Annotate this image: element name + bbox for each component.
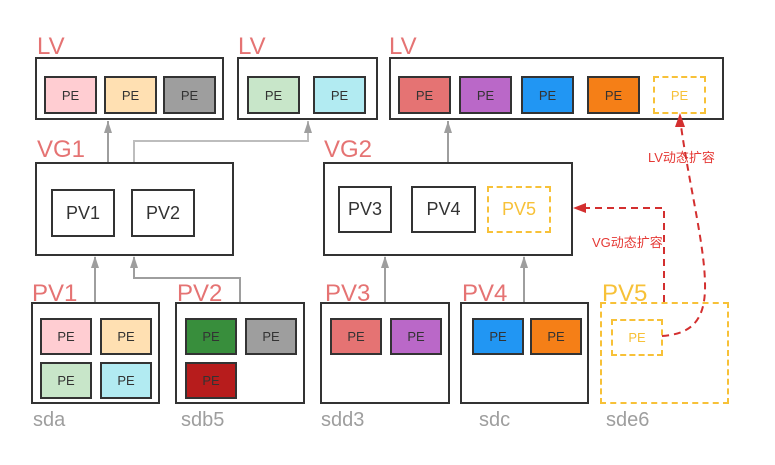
device-sdd3: sdd3 <box>321 409 365 431</box>
vg2-pv3: PV3 <box>338 186 392 233</box>
lv2-pe-2: PE <box>313 76 366 114</box>
sdb5-pe-2: PE <box>245 318 297 355</box>
lv2-pe-1: PE <box>247 76 300 114</box>
lv3-box: PE PE PE PE PE <box>389 57 724 120</box>
sdb5-pe-1: PE <box>185 318 237 355</box>
vg1-pv2: PV2 <box>131 189 195 237</box>
lv3-pe-3: PE <box>521 76 574 114</box>
pv4-title: PV4 <box>462 280 508 307</box>
pv2-sdb5-box: PE PE PE <box>175 302 305 404</box>
pv5-sde6-box-dynamic: PE <box>600 302 729 404</box>
lv2-box: PE PE <box>237 57 378 120</box>
sdd3-pe-1: PE <box>330 318 382 355</box>
lv-dynamic-expand-label: LV动态扩容 <box>648 150 715 165</box>
device-sdb5: sdb5 <box>181 409 225 431</box>
vg2-title: VG2 <box>324 136 373 163</box>
lv1-title: LV <box>37 33 65 60</box>
sdb5-pe-3: PE <box>185 362 237 399</box>
lv1-pe-3: PE <box>163 76 216 114</box>
device-sdc: sdc <box>479 409 511 431</box>
arrowhead-sdd3-vg2 <box>381 256 389 268</box>
vg1-box: PV1 PV2 <box>35 162 234 256</box>
sdd3-pe-2: PE <box>390 318 442 355</box>
vg-dynamic-expand-label: VG动态扩容 <box>592 235 663 250</box>
lv1-pe-2: PE <box>104 76 157 114</box>
pv3-sdd3-box: PE PE <box>320 302 450 404</box>
pv4-sdc-box: PE PE <box>460 302 589 404</box>
pv1-sda-box: PE PE PE PE <box>31 302 160 404</box>
arrowhead-vg1-lv1 <box>104 121 112 133</box>
sdc-pe-1: PE <box>472 318 524 355</box>
lv2-title: LV <box>238 33 266 60</box>
lv3-pe-4: PE <box>587 76 640 114</box>
arrowhead-sda-vg1 <box>91 256 99 268</box>
sda-pe-4: PE <box>100 362 152 399</box>
lv3-pe-5-dynamic: PE <box>653 76 706 114</box>
sda-pe-2: PE <box>100 318 152 355</box>
arrowhead-vg2-lv3 <box>444 121 452 133</box>
arrowhead-sdb5-vg1 <box>130 256 138 268</box>
lv1-pe-1: PE <box>44 76 97 114</box>
vg1-title: VG1 <box>37 136 86 163</box>
lv3-pe-1: PE <box>398 76 451 114</box>
sda-pe-3: PE <box>40 362 92 399</box>
pv3-title: PV3 <box>325 280 371 307</box>
sde6-pe-1-dynamic: PE <box>611 319 663 356</box>
sda-pe-1: PE <box>40 318 92 355</box>
device-sde6: sde6 <box>606 409 650 431</box>
vg2-box: PV3 PV4 PV5 <box>323 162 573 256</box>
pv1-title: PV1 <box>32 280 78 307</box>
vg1-pv1: PV1 <box>51 189 115 237</box>
lv3-pe-2: PE <box>459 76 512 114</box>
lv1-box: PE PE PE <box>35 57 224 120</box>
sdc-pe-2: PE <box>530 318 582 355</box>
vg2-pv5-dynamic: PV5 <box>487 186 551 233</box>
arrow-vg1-to-lv2 <box>133 121 309 162</box>
arrowhead-sdc-vg2 <box>520 256 528 268</box>
device-sda: sda <box>33 409 66 431</box>
arrowhead-vg1-lv2 <box>304 121 312 133</box>
lv3-title: LV <box>389 33 417 60</box>
vg2-pv4: PV4 <box>411 186 476 233</box>
vg-expand-arrowhead <box>573 203 586 213</box>
